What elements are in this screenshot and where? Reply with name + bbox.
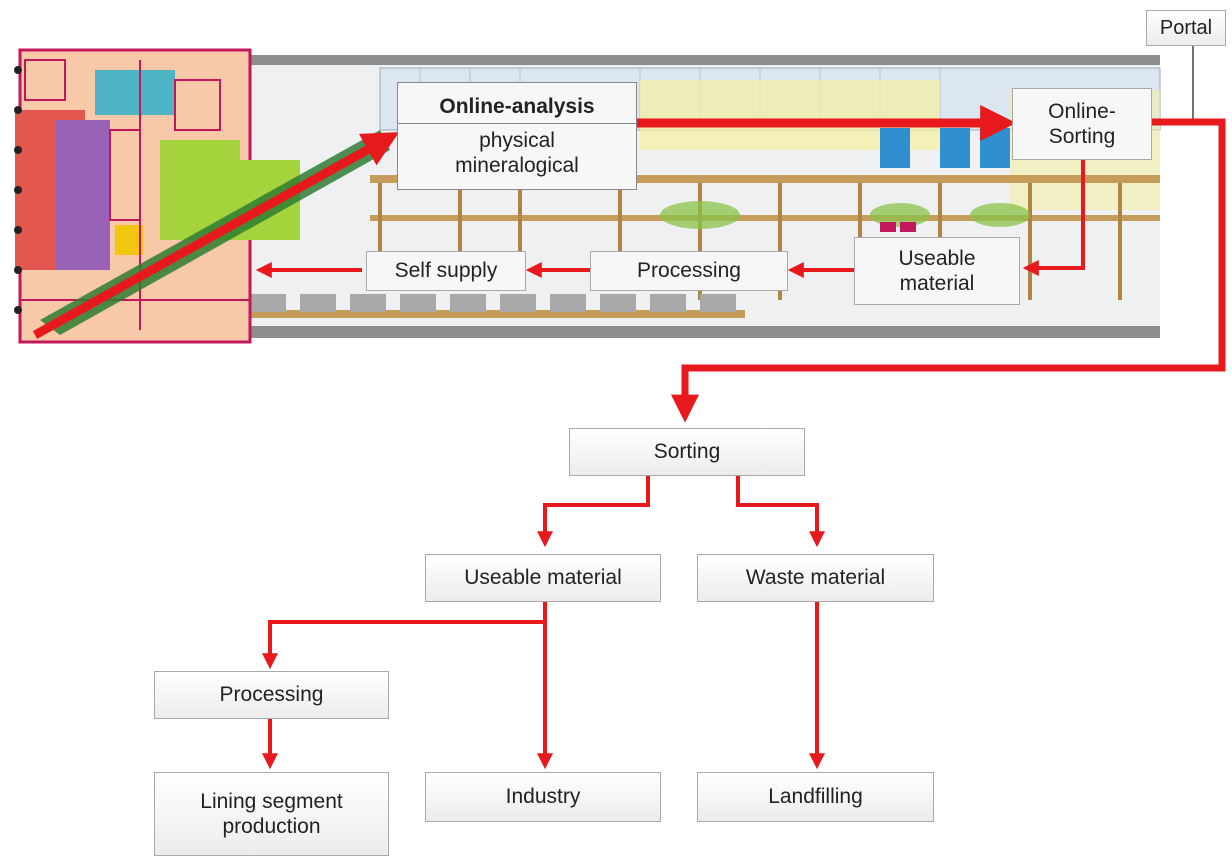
online-analysis-line1: physical [479, 128, 555, 152]
portal-text: Portal [1159, 17, 1213, 39]
sorting-text: Sorting [653, 440, 721, 464]
industry-box: Industry [425, 772, 661, 822]
arrow-useable-to-processing-lower [262, 602, 547, 670]
sorting-box: Sorting [569, 428, 805, 476]
arrow-conveyor-to-analysis [32, 132, 400, 339]
useable-material-upper-line2: material [899, 272, 975, 295]
online-analysis-line2: mineralogical [455, 154, 579, 178]
arrow-online-sorting-to-sorting [671, 118, 1226, 423]
useable-material-box: Useable material [425, 554, 661, 602]
self-supply-text: Self supply [394, 259, 498, 283]
arrow-sorting-to-useable [537, 476, 650, 548]
online-sorting-line2: Sorting [1048, 125, 1116, 148]
useable-material-text: Useable material [464, 566, 622, 590]
processing-upper-box: Processing [590, 251, 788, 291]
arrow-sorting-to-waste [736, 476, 825, 548]
waste-material-text: Waste material [745, 566, 886, 590]
online-analysis-title: Online-analysis [398, 94, 636, 124]
lining-segment-production-box: Lining segment production [154, 772, 389, 856]
waste-material-box: Waste material [697, 554, 934, 602]
portal-label: Portal [1146, 10, 1226, 46]
industry-text: Industry [505, 785, 581, 809]
landfilling-box: Landfilling [697, 772, 934, 822]
self-supply-box: Self supply [366, 251, 526, 291]
processing-upper-text: Processing [637, 259, 741, 283]
online-analysis-box: Online-analysis physical mineralogical [397, 82, 637, 190]
processing-text: Processing [219, 683, 324, 707]
useable-material-upper-line1: Useable [898, 246, 976, 270]
online-sorting-box: Online- Sorting [1012, 88, 1152, 160]
processing-box: Processing [154, 671, 389, 719]
online-sorting-line1: Online- [1048, 99, 1116, 123]
useable-material-upper-box: Useable material [854, 237, 1020, 305]
lining-segment-line1: Lining segment [200, 789, 343, 813]
landfilling-text: Landfilling [768, 785, 863, 809]
arrow-online-sorting-to-useable [1022, 160, 1085, 276]
lining-segment-line2: production [222, 815, 321, 838]
